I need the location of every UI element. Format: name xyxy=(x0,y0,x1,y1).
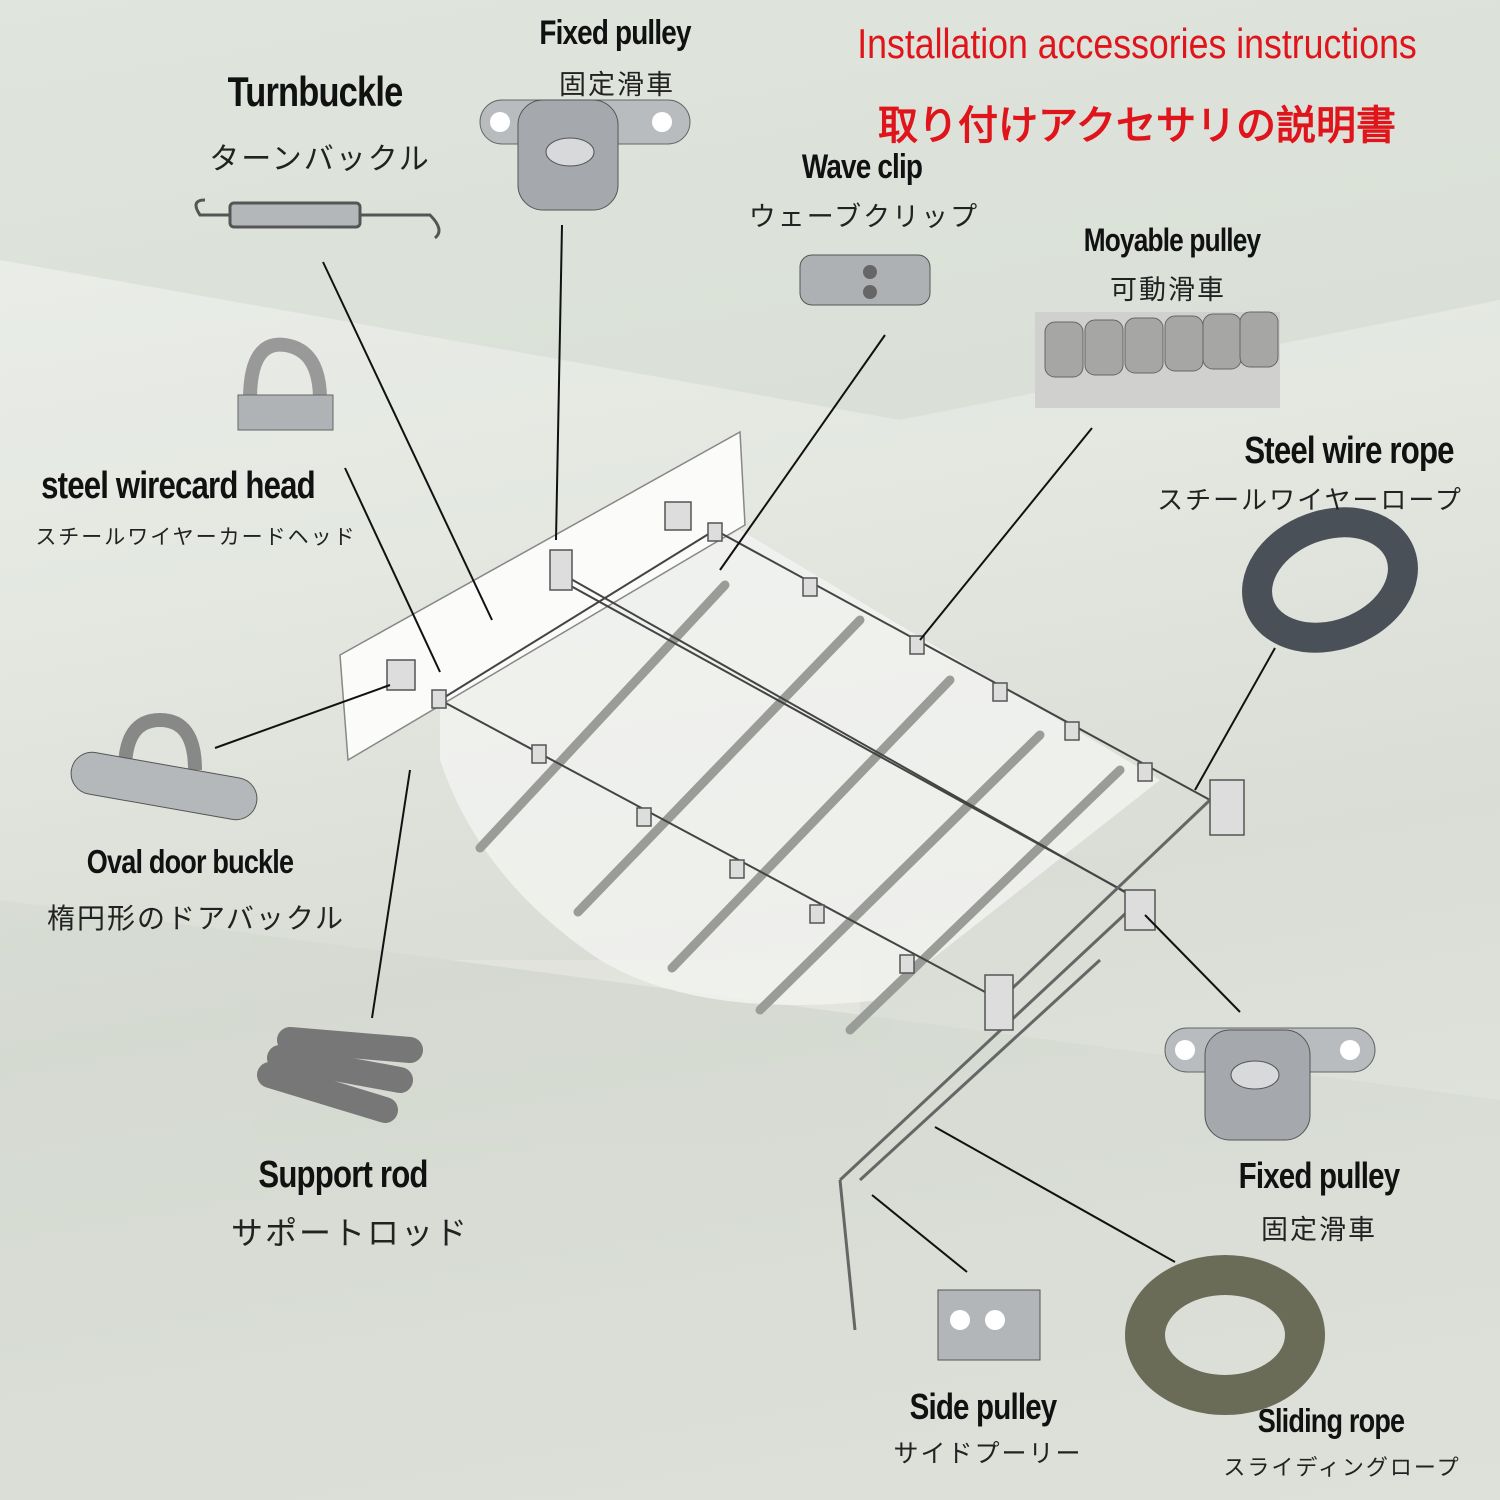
movable-pulley-label: Moyable pulley xyxy=(1083,222,1261,258)
title-jp: 取り付けアクセサリの説明書 xyxy=(878,104,1396,148)
mounting-board xyxy=(339,430,746,762)
oval-door-buckle-jp: 楕円形のドアバックル xyxy=(46,903,346,934)
support-rods xyxy=(475,580,1125,1035)
sliding-rope-label: Sliding rope xyxy=(1257,1402,1405,1439)
steel-wire-rope-label: Steel wire rope xyxy=(1244,430,1454,472)
steel-wirecard-head-image xyxy=(237,337,334,431)
wave-clip-image xyxy=(799,254,931,306)
movable-pulley-image xyxy=(1035,311,1280,408)
shade-fabric xyxy=(440,530,1160,1005)
wires xyxy=(439,529,1211,1001)
side-pulley-label: Side pulley xyxy=(909,1386,1058,1427)
fixed-pulley-image-bottom xyxy=(1164,1027,1376,1141)
title-en: Installation accessories instructions xyxy=(857,20,1417,67)
side-pulley-image xyxy=(937,1289,1041,1361)
turnbuckle-label: Turnbuckle xyxy=(227,68,404,115)
fixed-pulley-bottom-label: Fixed pulley xyxy=(1238,1155,1401,1196)
leader-lines xyxy=(214,224,1276,1273)
sliding-rope-jp: スライディングロープ xyxy=(1223,1455,1461,1480)
sliding-rope-image xyxy=(1125,1255,1325,1415)
support-rod-image xyxy=(257,1027,423,1123)
frame xyxy=(838,798,1212,1331)
oval-door-buckle-label: Oval door buckle xyxy=(86,843,294,880)
turnbuckle-jp: ターンバックル xyxy=(209,143,431,176)
oval-door-buckle-image xyxy=(70,712,258,821)
side-pulley-jp: サイドプーリー xyxy=(893,1440,1083,1468)
steel-wire-rope-jp: スチールワイヤーロープ xyxy=(1157,485,1463,515)
steel-wirecard-head-label: steel wirecard head xyxy=(41,465,315,507)
wave-clip-jp: ウェーブクリップ xyxy=(748,202,980,232)
support-rod-jp: サポートロッド xyxy=(230,1215,470,1251)
support-rod-label: Support rod xyxy=(258,1154,428,1196)
wave-clip-label: Wave clip xyxy=(801,148,923,186)
movable-pulley-jp: 可動滑車 xyxy=(1110,275,1226,305)
fixed-pulley-bottom-jp: 固定滑車 xyxy=(1261,1215,1377,1245)
fixed-pulley-top-label: Fixed pulley xyxy=(539,14,691,52)
steel-wirecard-head-jp: スチールワイヤーカードヘッド xyxy=(35,526,357,549)
fixed-pulley-top-jp: 固定滑車 xyxy=(559,70,675,100)
turnbuckle-image xyxy=(194,198,441,240)
fixed-pulley-image-top xyxy=(479,99,691,211)
steel-wire-rope-image xyxy=(1242,507,1418,653)
movable-pulleys xyxy=(386,501,1245,1031)
